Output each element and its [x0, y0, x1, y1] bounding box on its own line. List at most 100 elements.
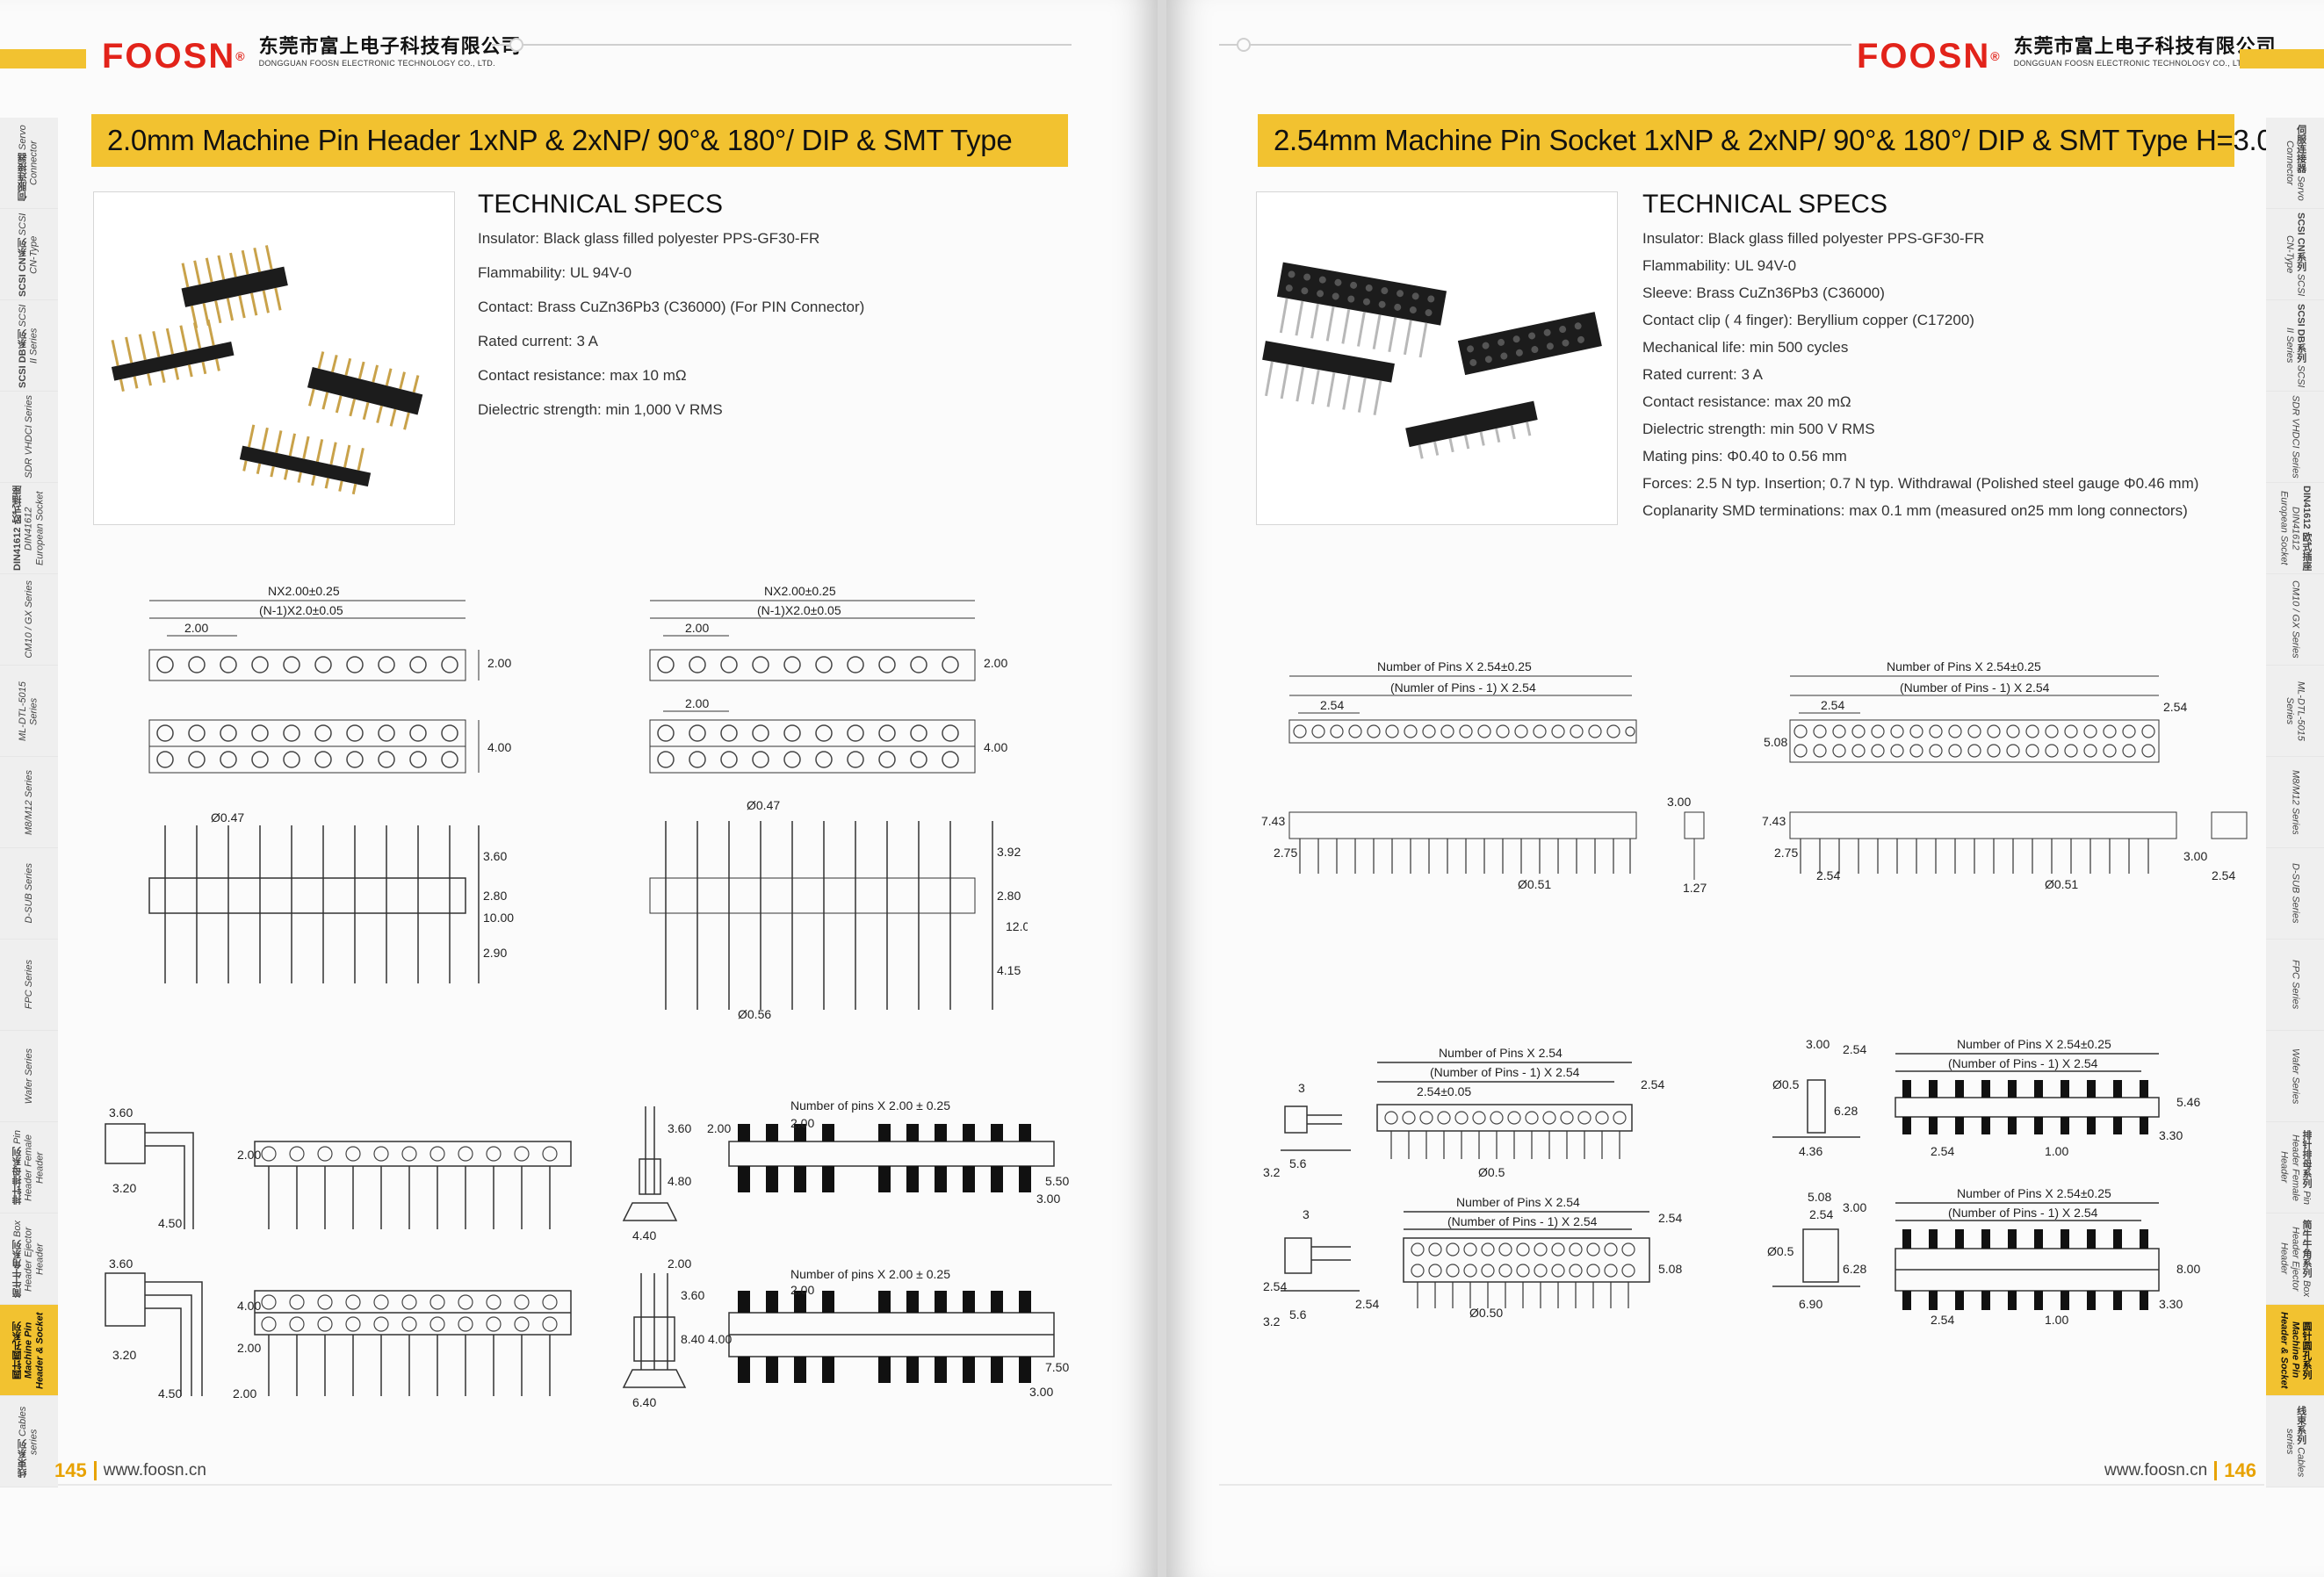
side-tab[interactable]: SCSI CN系列 SCSI CN-Type: [0, 209, 58, 300]
side-tab-label: 伺服连接器 Servo Connector: [18, 125, 40, 201]
dim-label: Ø0.56: [738, 1007, 771, 1021]
side-tab[interactable]: CM10 / GX Series: [0, 574, 58, 666]
company-name-en: DONGGUAN FOOSN ELECTRONIC TECHNOLOGY CO.…: [2013, 59, 2250, 68]
side-tab[interactable]: CM10 / GX Series: [2266, 574, 2324, 666]
side-tab[interactable]: Wafer Series: [0, 1031, 58, 1122]
side-tab-label: 排针排母系列 Pin Header Female Header: [2278, 1130, 2312, 1205]
side-tab[interactable]: 简牛牛角系列 Box Header Ejector Header: [0, 1213, 58, 1305]
footer-url[interactable]: www.foosn.cn: [2104, 1461, 2208, 1480]
side-tab-label: Wafer Series: [2290, 1048, 2301, 1105]
side-tab-label: CM10 / GX Series: [23, 580, 34, 659]
dim-label: (Number of Pins - 1) X 2.54: [1447, 1214, 1598, 1228]
side-tab[interactable]: ML-DTL-5015 Series: [2266, 666, 2324, 757]
dim-label: 6.40: [632, 1395, 656, 1409]
brand-header: FOOSN® 东莞市富上电子科技有限公司 DONGGUAN FOOSN ELEC…: [1857, 37, 2277, 76]
side-tab[interactable]: 排针排母系列 Pin Header Female Header: [0, 1122, 58, 1213]
page-number: 145: [54, 1459, 87, 1481]
dim-label: 3.00: [1806, 1037, 1830, 1051]
dim-label: 2.00: [237, 1341, 261, 1355]
dim-label: 2.00: [668, 1257, 691, 1271]
dim-label: 2.54: [1320, 698, 1344, 712]
spec-line: Flammability: UL 94V-0: [478, 264, 632, 281]
side-tab-label: ML-DTL-5015 Series: [2284, 680, 2306, 741]
dim-label: 2.54: [1843, 1042, 1866, 1056]
side-tab[interactable]: 伺服连接器 Servo Connector: [2266, 118, 2324, 209]
footer-url[interactable]: www.foosn.cn: [103, 1461, 206, 1480]
drawing-right-angle-single: 3.60 3.20 4.50 2.00: [97, 1098, 588, 1247]
side-tab[interactable]: SCSI CN系列 SCSI CN-Type: [2266, 209, 2324, 300]
dim-label: (N-1)X2.0±0.05: [259, 603, 343, 617]
dim-label: 3.00: [1036, 1192, 1060, 1206]
side-tab[interactable]: SCSI DB系列 SCSI II Series: [0, 300, 58, 392]
dim-label: 2.54: [1355, 1297, 1379, 1311]
spec-line: Forces: 2.5 N typ. Insertion; 0.7 N typ.…: [1642, 475, 2199, 492]
side-tab[interactable]: D-SUB Series: [0, 848, 58, 940]
dim-label: 2.54: [1821, 698, 1844, 712]
category-side-tabs-right: 伺服连接器 Servo Connector SCSI CN系列 SCSI CN-…: [2266, 118, 2324, 1487]
side-tab-active[interactable]: 圆针圆孔系列 Machine Pin Header & Socket: [2266, 1305, 2324, 1396]
side-tab-active[interactable]: 圆针圆孔系列 Machine Pin Header & Socket: [0, 1305, 58, 1396]
page-title-bar: 2.0mm Machine Pin Header 1xNP & 2xNP/ 90…: [91, 114, 1068, 167]
side-tab-label: FPC Series: [23, 960, 34, 1010]
side-tab[interactable]: 线束系列 Cables series: [2266, 1396, 2324, 1487]
dim-label: Number of Pins X 2.54: [1439, 1046, 1563, 1060]
dim-label: 4.00: [984, 740, 1007, 754]
side-tab-label: CM10 / GX Series: [2290, 580, 2301, 659]
side-tab[interactable]: DIN41612 欧式插座 DIN41612 European Socket: [0, 483, 58, 574]
dim-label: 1.27: [1683, 881, 1707, 895]
dim-label: 3.60: [483, 849, 507, 863]
dim-label: 4.15: [997, 963, 1021, 977]
side-tab[interactable]: M8/M12 Series: [0, 757, 58, 848]
footer-divider: [1219, 1484, 2264, 1486]
page-number: 146: [2224, 1459, 2256, 1481]
page-title-bar: 2.54mm Machine Pin Socket 1xNP & 2xNP/ 9…: [1258, 114, 2320, 167]
drawing-right-angle-single-socket: 3 3.2 5.6 Number of Pins X 2.54 (Number …: [1263, 1036, 1720, 1185]
side-tab[interactable]: DIN41612 欧式插座 DIN41612 European Socket: [2266, 483, 2324, 574]
dim-label: Ø0.47: [211, 810, 244, 825]
brand-header: FOOSN® 东莞市富上电子科技有限公司 DONGGUAN FOOSN ELEC…: [102, 37, 522, 76]
header-accent-bar: [0, 49, 86, 68]
side-tab[interactable]: SCSI DB系列 SCSI II Series: [2266, 300, 2324, 392]
specs-heading: TECHNICAL SPECS: [1642, 190, 1887, 219]
side-tab-label: FPC Series: [2290, 960, 2301, 1010]
side-tab[interactable]: FPC Series: [2266, 940, 2324, 1031]
side-tab-label: Wafer Series: [23, 1048, 34, 1105]
dim-label: (N-1)X2.0±0.05: [757, 603, 841, 617]
spec-line: Insulator: Black glass filled polyester …: [1642, 230, 1985, 247]
side-tab-label: SCSI DB系列 SCSI II Series: [18, 303, 40, 388]
dim-label: 2.54: [2212, 868, 2235, 882]
side-tab-label: SCSI CN系列 SCSI CN-Type: [18, 212, 40, 297]
drawing-smt-double-socket: Ø0.5 5.08 2.54 3.00 6.28 6.90 Number of …: [1755, 1177, 2264, 1352]
side-tab[interactable]: SDR VHDCI Series: [2266, 392, 2324, 483]
dim-label: 2.54±0.05: [1417, 1084, 1471, 1098]
dim-label: 3.00: [1029, 1385, 1053, 1399]
dim-label: 5.6: [1289, 1156, 1307, 1170]
header-accent-bar: [2240, 49, 2324, 68]
side-tab[interactable]: M8/M12 Series: [2266, 757, 2324, 848]
side-tab-label: D-SUB Series: [2290, 863, 2301, 924]
side-tab[interactable]: 排针排母系列 Pin Header Female Header: [2266, 1122, 2324, 1213]
page-footer: www.foosn.cn 146: [2104, 1459, 2256, 1482]
dim-label: 2.54: [1658, 1211, 1682, 1225]
drawing-single-row-header: NX2.00±0.25 (N-1)X2.0±0.05 2.00 2.00 4.0…: [132, 580, 518, 992]
side-tab[interactable]: ML-DTL-5015 Series: [0, 666, 58, 757]
pin-socket-illustration: [1262, 262, 1602, 459]
dim-label: 3.60: [109, 1105, 133, 1120]
side-tab[interactable]: Wafer Series: [2266, 1031, 2324, 1122]
category-side-tabs-left: 伺服连接器 Servo Connector SCSI CN系列 SCSI CN-…: [0, 118, 58, 1487]
circuit-decoration: [492, 38, 1072, 74]
dim-label: Number of Pins X 2.54±0.25: [1377, 659, 1532, 673]
side-tab-label: DIN41612 欧式插座 DIN41612 European Socket: [12, 486, 46, 571]
spec-line: Coplanarity SMD terminations: max 0.1 mm…: [1642, 502, 2188, 519]
company-name-cn: 东莞市富上电子科技有限公司: [2013, 35, 2277, 57]
side-tab[interactable]: 线束系列 Cables series: [0, 1396, 58, 1487]
side-tab[interactable]: D-SUB Series: [2266, 848, 2324, 940]
side-tab[interactable]: 伺服连接器 Servo Connector: [0, 118, 58, 209]
page-title: 2.54mm Machine Pin Socket 1xNP & 2xNP/ 9…: [1274, 124, 2320, 156]
dim-label: 5.46: [2176, 1095, 2200, 1109]
side-tab[interactable]: 简牛牛角系列 Box Header Ejector Header: [2266, 1213, 2324, 1305]
spec-line: Insulator: Black glass filled polyester …: [478, 230, 820, 247]
side-tab[interactable]: FPC Series: [0, 940, 58, 1031]
side-tab[interactable]: SDR VHDCI Series: [0, 392, 58, 483]
dim-label: 3.00: [2183, 849, 2207, 863]
